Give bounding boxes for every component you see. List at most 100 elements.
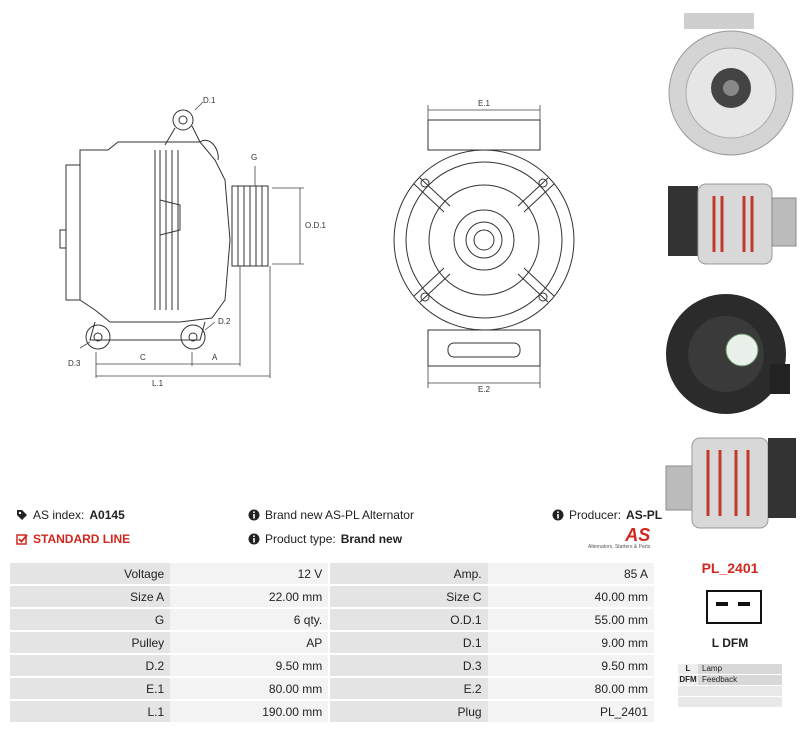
spec-value: 80.00 mm <box>487 678 654 699</box>
spec-label: Pulley <box>10 632 171 653</box>
standard-line-label: STANDARD LINE <box>33 532 131 546</box>
spec-label: Voltage <box>10 563 171 584</box>
spec-label: E.2 <box>330 678 488 699</box>
label-g: G <box>251 153 257 162</box>
standard-line: STANDARD LINE <box>16 532 130 546</box>
spec-gap <box>328 655 331 676</box>
product-photo-front <box>668 13 794 156</box>
spec-label: E.1 <box>10 678 171 699</box>
legend-key <box>678 686 698 696</box>
spec-value: 12 V <box>170 563 329 584</box>
producer-label: Producer: <box>569 508 622 522</box>
spec-gap <box>328 632 331 653</box>
spec-label: D.1 <box>330 632 488 653</box>
as-index-label: AS index: <box>33 508 85 522</box>
product-type-value: Brand new <box>340 532 403 546</box>
spec-label: D.2 <box>10 655 171 676</box>
label-a: A <box>212 353 218 362</box>
legend-key: L <box>678 664 698 674</box>
spec-gap <box>328 563 331 584</box>
legend-row <box>678 686 782 696</box>
spec-label: Size C <box>330 586 488 607</box>
spec-gap <box>328 701 331 722</box>
product-info: AS index: A0145 STANDARD LINE Brand new … <box>14 504 662 556</box>
spec-label: G <box>10 609 171 630</box>
spec-value: 9.00 mm <box>487 632 654 653</box>
producer: Producer: AS-PL <box>552 508 662 522</box>
logo-tagline: Alternators, Starters & Parts <box>588 544 651 550</box>
spec-value: 40.00 mm <box>487 586 654 607</box>
product-type: Product type: Brand new <box>248 532 402 546</box>
info-icon <box>248 533 260 545</box>
plug-pin-l <box>716 602 728 606</box>
legend-value: Feedback <box>698 675 782 685</box>
spec-value: 85 A <box>487 563 654 584</box>
spec-label: Amp. <box>330 563 488 584</box>
as-index: AS index: A0145 <box>16 508 125 522</box>
brand-new: Brand new AS-PL Alternator <box>248 508 414 522</box>
as-pl-logo: AS Alternators, Starters & Parts <box>588 526 650 550</box>
spec-value: 80.00 mm <box>170 678 329 699</box>
legend-row <box>678 697 782 707</box>
as-index-value: A0145 <box>89 508 125 522</box>
spec-gap <box>328 609 331 630</box>
label-od1: O.D.1 <box>305 221 326 230</box>
spec-gap <box>328 678 331 699</box>
label-e2: E.2 <box>478 385 491 394</box>
spec-label: Plug <box>330 701 488 722</box>
product-type-label: Product type: <box>265 532 336 546</box>
info-icon <box>552 509 564 521</box>
spec-label: O.D.1 <box>330 609 488 630</box>
spec-label: D.3 <box>330 655 488 676</box>
legend-key <box>678 697 698 707</box>
product-photo-rear <box>666 294 790 414</box>
spec-value: AP <box>170 632 329 653</box>
info-icon <box>248 509 260 521</box>
spec-value: 6 qty. <box>170 609 329 630</box>
label-e1: E.1 <box>478 99 491 108</box>
brand-new-label: Brand new AS-PL Alternator <box>265 508 414 522</box>
legend-value <box>698 697 782 707</box>
label-d1: D.1 <box>203 96 216 105</box>
label-c: C <box>140 353 146 362</box>
side-view-drawing <box>59 109 269 350</box>
label-d3: D.3 <box>68 359 81 368</box>
spec-gap <box>328 586 331 607</box>
spec-value: 9.50 mm <box>170 655 329 676</box>
front-view-drawing <box>393 119 575 367</box>
plug-pin-labels: L DFM <box>711 636 749 650</box>
legend-value: Lamp <box>698 664 782 674</box>
product-photos <box>662 0 800 545</box>
spec-value: 190.00 mm <box>170 701 329 722</box>
plug-pin-dfm <box>738 602 750 606</box>
spec-value: PL_2401 <box>487 701 654 722</box>
spec-value: 22.00 mm <box>170 586 329 607</box>
plug-diagram <box>706 590 762 624</box>
legend-value <box>698 686 782 696</box>
product-photo-side <box>668 183 797 265</box>
producer-value: AS-PL <box>626 508 663 522</box>
plug-title: PL_2401 <box>701 560 759 576</box>
tag-icon <box>17 510 27 520</box>
checkbox-icon <box>16 534 28 545</box>
logo-text: AS <box>625 525 651 545</box>
product-photo-angle <box>665 437 796 529</box>
spec-value: 55.00 mm <box>487 609 654 630</box>
label-l1: L.1 <box>152 379 164 388</box>
spec-label: Size A <box>10 586 171 607</box>
legend-key: DFM <box>678 675 698 685</box>
spec-label: L.1 <box>10 701 171 722</box>
spec-value: 9.50 mm <box>487 655 654 676</box>
technical-drawings: D.1 G O.D.1 D.2 D.3 C A L.1 E.1 E.2 <box>59 96 575 394</box>
